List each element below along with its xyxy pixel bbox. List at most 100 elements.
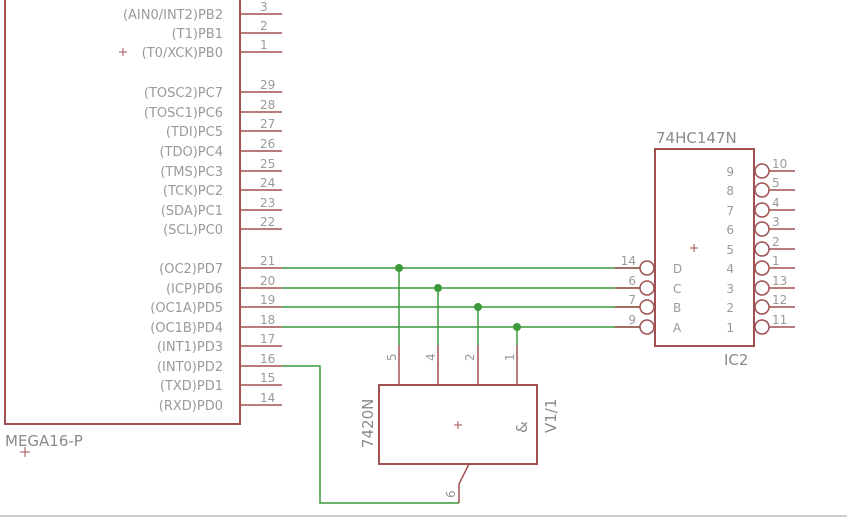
ic2-left-pin-label: B xyxy=(673,301,681,315)
ic2-right-pin-number: 5 xyxy=(772,176,780,190)
ic2-right-pin-number: 11 xyxy=(772,313,787,327)
ic2-right-pin-label: 7 xyxy=(726,204,734,218)
ic2-left-pin-label: D xyxy=(673,262,682,276)
mega16-pin-number: 3 xyxy=(260,0,268,14)
mega16-pin-number: 14 xyxy=(260,391,275,405)
ic2-right-pin-number: 13 xyxy=(772,274,787,288)
nets xyxy=(282,264,640,504)
mega16-pins: (AIN0/INT2)PB23(T1)PB12(T0/XCK)PB01(TOSC… xyxy=(119,0,282,414)
mega16-pin-number: 2 xyxy=(260,19,268,33)
mega16-pin-label: (ICP)PD6 xyxy=(166,282,223,297)
mega16-pin-label: (RXD)PD0 xyxy=(159,399,223,414)
ic2-inversion-bubble xyxy=(639,299,655,315)
mega16-pin-number: 27 xyxy=(260,117,275,131)
gate-input-pin-num: 2 xyxy=(463,353,477,361)
gate-7420-body xyxy=(378,384,538,465)
mega16-pin-label: (OC1A)PD5 xyxy=(150,301,223,316)
mega16-component[interactable]: (AIN0/INT2)PB23(T1)PB12(T0/XCK)PB01(TOSC… xyxy=(4,0,282,457)
mega16-pin-number: 19 xyxy=(260,293,275,307)
ic2-inversion-bubble xyxy=(754,280,770,296)
ic2-left-pin-number: 7 xyxy=(628,293,636,307)
ic2-inversion-bubble xyxy=(639,260,655,276)
ic2-instance-label: IC2 xyxy=(724,351,748,369)
mega16-pin-label: (T0/XCK)PB0 xyxy=(142,46,223,61)
mega16-pin-number: 25 xyxy=(260,157,275,171)
ic2-right-pin-label: 8 xyxy=(726,184,734,198)
ic2-right-pin-label: 1 xyxy=(726,321,734,335)
ic2-right-pin-label: 4 xyxy=(726,262,734,276)
ic2-left-pin-number: 14 xyxy=(621,254,636,268)
ic2-right-pin-number: 10 xyxy=(772,157,787,171)
mega16-pin-label: (TOSC2)PC7 xyxy=(144,86,223,101)
ic2-left-pin-label: A xyxy=(673,321,682,335)
net-pd2-gate-output[interactable] xyxy=(282,365,459,504)
mega16-pin-label: (TDI)PC5 xyxy=(166,125,223,140)
mega16-pin-number: 24 xyxy=(260,176,275,190)
mega16-pin-label: (AIN0/INT2)PB2 xyxy=(123,8,223,23)
gate-input-pin-num: 5 xyxy=(385,353,399,361)
mega16-pin-number: 17 xyxy=(260,332,275,346)
mega16-pin-number: 23 xyxy=(260,196,275,210)
ic2-right-pin-label: 2 xyxy=(726,301,734,315)
mega16-pin-number: 1 xyxy=(260,38,268,52)
mega16-pin-number: 21 xyxy=(260,254,275,268)
ic2-right-pin-number: 1 xyxy=(772,254,780,268)
ic2-right-pin-label: 9 xyxy=(726,165,734,179)
ic2-inversion-bubble xyxy=(754,299,770,315)
mega16-pin-label: (TOSC1)PC6 xyxy=(144,106,223,121)
ic2-left-pin-number: 6 xyxy=(628,274,636,288)
ic2-left-pin-number: 9 xyxy=(628,313,636,327)
mega16-pin-label: (SDA)PC1 xyxy=(161,204,223,219)
ic2-right-pin-number: 4 xyxy=(772,196,780,210)
gate-output-pin-num: 6 xyxy=(444,490,458,498)
mega16-pin-label: (SCL)PC0 xyxy=(163,223,223,238)
junction-pd6 xyxy=(434,284,442,292)
gate-type-label: 7420N xyxy=(359,399,377,448)
junction-pd5 xyxy=(474,303,482,311)
ic2-inversion-bubble xyxy=(754,163,770,179)
mega16-name: MEGA16-P xyxy=(5,432,83,450)
ic2-inversion-bubble xyxy=(754,241,770,257)
ic2-left-pins: 14D 6C 7B 9A xyxy=(615,254,682,335)
junction-pd7 xyxy=(395,264,403,272)
ic2-inversion-bubble xyxy=(639,319,655,335)
gate-7420-component[interactable]: 5 4 2 1 6 7420N V1/1 & xyxy=(359,345,560,503)
mega16-body xyxy=(4,0,241,425)
ic2-inversion-bubble xyxy=(754,260,770,276)
gate-and-symbol: & xyxy=(513,421,531,433)
mega16-pin-number: 22 xyxy=(260,215,275,229)
mega16-pin-number: 29 xyxy=(260,78,275,92)
mega16-pin-number: 16 xyxy=(260,352,275,366)
ic2-right-pin-number: 12 xyxy=(772,293,787,307)
ic2-right-pin-label: 6 xyxy=(726,223,734,237)
ic2-inversion-bubble xyxy=(754,319,770,335)
ic2-right-pin-label: 3 xyxy=(726,282,734,296)
mega16-pin-number: 20 xyxy=(260,274,275,288)
gate-instance-label: V1/1 xyxy=(542,399,560,433)
ic2-inversion-bubble xyxy=(639,280,655,296)
mega16-pin-label: (INT0)PD2 xyxy=(157,360,223,375)
mega16-pin-number: 28 xyxy=(260,98,275,112)
ic2-inversion-bubble xyxy=(754,202,770,218)
mega16-pin-label: (TDO)PC4 xyxy=(159,145,223,160)
mega16-pin-label: (TCK)PC2 xyxy=(163,184,223,199)
mega16-pin-label: (TXD)PD1 xyxy=(160,379,223,394)
ic2-left-pin-label: C xyxy=(673,282,681,296)
mega16-pin-label: (OC2)PD7 xyxy=(159,262,223,277)
ic2-type-label: 74HC147N xyxy=(656,129,737,147)
mega16-pin-number: 18 xyxy=(260,313,275,327)
mega16-pin-label: (INT1)PD3 xyxy=(157,340,223,355)
junction-pd4 xyxy=(513,323,521,331)
mega16-pin-number: 15 xyxy=(260,371,275,385)
ic2-right-pin-number: 2 xyxy=(772,235,780,249)
gate-output-lead xyxy=(458,463,470,503)
mega16-pin-label: (OC1B)PD4 xyxy=(150,321,223,336)
ic2-inversion-bubble xyxy=(754,221,770,237)
ic2-body xyxy=(654,148,755,347)
ic2-inversion-bubble xyxy=(754,182,770,198)
ic2-right-pin-number: 3 xyxy=(772,215,780,229)
mega16-pin-number: 26 xyxy=(260,137,275,151)
